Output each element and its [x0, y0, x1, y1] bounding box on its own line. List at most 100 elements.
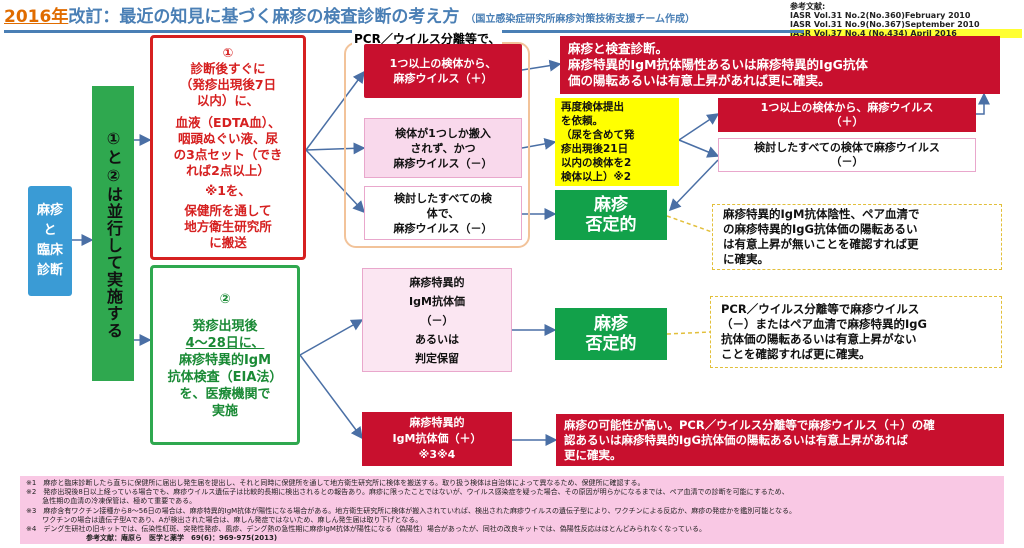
footnote: ワクチンの場合は遺伝子型Aであり、Aが検出された場合は、麻しん発症ではないため、…	[26, 515, 423, 524]
branch2-line: 4～28日に、	[185, 335, 265, 351]
resubmit-line: 疹出現後21日	[561, 143, 629, 155]
resubmit-line: （尿を含めて発	[561, 129, 635, 141]
pcr-positive-box: 1つ以上の検体から、麻疹ウイルス（＋）	[364, 44, 522, 98]
branch2-line: 実施	[211, 403, 238, 419]
page-title: 2016年改訂：最近の知見に基づく麻疹の検査診断の考え方 （国立感染症研究所麻疹対…	[4, 2, 784, 26]
arrow-branch1-to-pcr-pos	[305, 70, 365, 151]
pcr-positive-line: 1つ以上の検体から、	[389, 57, 497, 70]
note1-line: 麻疹特異的IgM抗体陰性、ペア血清で	[723, 207, 920, 221]
resubmit-line: を依頼。	[561, 115, 603, 127]
reference-item: IASR Vol.31 No.9(No.367)September 2010	[790, 20, 980, 29]
title-year: 2016年	[4, 7, 69, 26]
resubmit-negative-line: （－）	[830, 155, 864, 168]
branch2-box: ② 発疹出現後 4～28日に、 麻疹特異的IgM 抗体検査（EIA法） を、医療…	[150, 265, 300, 445]
arrow-resubmit-pos-to-confirm	[976, 92, 990, 115]
measles-clinical-diagnosis-box: 麻疹と臨床診断	[28, 186, 72, 296]
resubmit-positive-box: 1つ以上の検体から、麻疹ウイルス（＋）	[718, 98, 976, 132]
branch1-line: （発疹出現後7日	[179, 76, 277, 92]
branch1-line: 血液（EDTA血）、	[175, 114, 281, 130]
dash-negative1-to-note1	[666, 215, 713, 233]
resubmit-negative-box: 検討したすべての検体で麻疹ウイルス（－）	[718, 138, 976, 172]
note1-line: に確実。	[723, 252, 769, 266]
branch1-line: ※1を、	[205, 182, 251, 198]
footnote: ※4 デング生研社の旧キットでは、伝染性紅斑、突発性発疹、風疹、デング熱の急性期…	[26, 525, 706, 534]
negative2-line: 麻疹	[594, 314, 628, 334]
footnote: ※1 麻疹と臨床診断したら直ちに保健所に届出し発生届を提出し、それと同時に保健所…	[26, 479, 645, 487]
branch2-line: 発疹出現後	[192, 318, 258, 334]
likely-line: 麻疹の可能性が高い。PCR／ウイルス分離等で麻疹ウイルス（＋）の確	[564, 417, 935, 432]
main-box-line: 麻疹	[36, 203, 63, 218]
igm-positive-line: ※3※4	[418, 448, 456, 461]
dash-negative2-to-note2	[666, 331, 711, 335]
negative1-line: 否定的	[585, 215, 637, 235]
reference-item: IASR Vol.37 No.4 (No.434) April 2016	[790, 29, 1022, 38]
pcr-all-negative-line: 体で、	[426, 206, 460, 220]
branch2-line: 麻疹特異的IgM	[178, 352, 272, 368]
pcr-label: PCR／ウイルス分離等で、	[352, 30, 503, 47]
note1-line: の麻疹特異的IgG抗体価の陽転あるい	[723, 222, 918, 236]
footnote: ※3 麻疹含有ワクチン接種から8～56日の場合は、麻疹特異的IgM抗体が陽性にな…	[26, 506, 797, 515]
resubmit-line: 以内の検体を2	[561, 157, 632, 169]
branch1-line: 以内）に、	[196, 92, 260, 108]
branch1-line: に搬送	[209, 234, 247, 250]
negative-note-1: 麻疹特異的IgM抗体陰性、ペア血清での麻疹特異的IgG抗体価の陽転あるいは有意上…	[712, 204, 1002, 270]
note2-line: ことを確認すれば更に確実。	[721, 347, 871, 361]
branch1-number: ①	[222, 44, 234, 60]
resubmit-positive-line: （＋）	[830, 115, 864, 128]
parallel-execution-box: ①と②は並行して実施する	[92, 86, 134, 381]
confirmed-line: 麻疹と検査診断。	[568, 41, 669, 56]
igm-negative-box: 麻疹特異的 IgM抗体価 （－） あるいは判定保留	[362, 268, 512, 372]
parallel-box-text: ①と②は並行して実施する	[104, 128, 123, 339]
note1-line: は有意上昇が無いことを確認すれば更	[723, 237, 919, 251]
measles-likely-box: 麻疹の可能性が高い。PCR／ウイルス分離等で麻疹ウイルス（＋）の確認あるいは麻疹…	[556, 414, 1004, 466]
igm-negative-line: （－）	[420, 313, 454, 327]
resubmit-positive-line: 1つ以上の検体から、麻疹ウイルス	[760, 101, 934, 114]
resubmit-line: 再度検体提出	[561, 101, 624, 113]
resubmit-specimen-box: 再度検体提出を依頼。 （尿を含めて発疹出現後21日以内の検体を2 検体以上）※2	[555, 98, 679, 186]
pcr-single-line: 麻疹ウイルス（－）	[393, 156, 493, 170]
igm-negative-line: 麻疹特異的	[409, 275, 465, 289]
branch1-line: 地方衛生研究所	[184, 218, 272, 234]
title-source: （国立感染症研究所麻疹対策技術支援チーム作成）	[465, 14, 696, 25]
arrow-resubmit-neg-to-negative1	[668, 159, 719, 212]
branch1-line: 保健所を通して	[184, 202, 272, 218]
main-box-line: 診断	[36, 263, 63, 278]
arrow-branch1-to-pcr-single	[305, 142, 366, 155]
arrow-to-resubmit-pos	[678, 113, 720, 141]
resubmit-line: 検体以上）※2	[561, 171, 632, 183]
pcr-all-negative-line: 麻疹ウイルス（－）	[393, 221, 493, 235]
pcr-single-specimen-box: 検体が1つしか搬入されず、かつ麻疹ウイルス（－）	[364, 118, 522, 178]
measles-negative-box-2: 麻疹否定的	[555, 308, 667, 360]
pcr-positive-line: 麻疹ウイルス（＋）	[393, 72, 493, 85]
measles-negative-box-1: 麻疹否定的	[555, 190, 667, 240]
main-box-line: と	[43, 223, 57, 238]
main-box-line: 臨床	[36, 243, 63, 258]
pcr-all-negative-line: 検討したすべての検	[394, 191, 492, 205]
igm-negative-line: 判定保留	[415, 351, 459, 365]
footnote: 急性期の血清の冷凍保管は、極めて重要である。	[26, 497, 197, 506]
likely-line: 認あるいは麻疹特異的IgG抗体価の陽転あるいは有意上昇があれば	[564, 432, 908, 447]
branch1-line: 診断後すぐに	[190, 60, 266, 76]
igm-negative-line: IgM抗体価	[409, 294, 465, 308]
confirmed-line: 価の陽転あるいは有意上昇があれば更に確実。	[568, 73, 831, 88]
branch2-line: 抗体検査（EIA法）	[167, 369, 283, 385]
note2-line: PCR／ウイルス分離等で麻疹ウイルス	[721, 302, 920, 316]
branch2-line: を、医療機関で	[179, 386, 271, 402]
igm-positive-line: 麻疹特異的	[409, 416, 465, 429]
title-main: 改訂：最近の知見に基づく麻疹の検査診断の考え方	[68, 7, 460, 26]
references: 参考文献: IASR Vol.31 No.2(No.360)February 2…	[790, 2, 1022, 38]
arrow-branch2-to-igm-pos	[299, 354, 363, 440]
igm-negative-line: あるいは	[415, 332, 459, 346]
resubmit-negative-line: 検討したすべての検体で麻疹ウイルス	[754, 141, 940, 154]
note2-line: 抗体価の陽転あるいは有意上昇がない	[721, 332, 917, 346]
branch1-line: れば2点以上）	[186, 162, 270, 178]
pcr-all-negative-box: 検討したすべての検体で、麻疹ウイルス（－）	[364, 186, 522, 240]
arrow-to-resubmit	[521, 137, 557, 150]
arrow-branch1-to-pcr-neg	[305, 149, 366, 214]
reference-item: IASR Vol.31 No.2(No.360)February 2010	[790, 11, 971, 20]
branch1-line: の3点セット（でき	[173, 146, 283, 162]
note2-line: （－）またはペア血清で麻疹特異的IgG	[721, 317, 927, 331]
references-heading: 参考文献:	[790, 2, 826, 11]
